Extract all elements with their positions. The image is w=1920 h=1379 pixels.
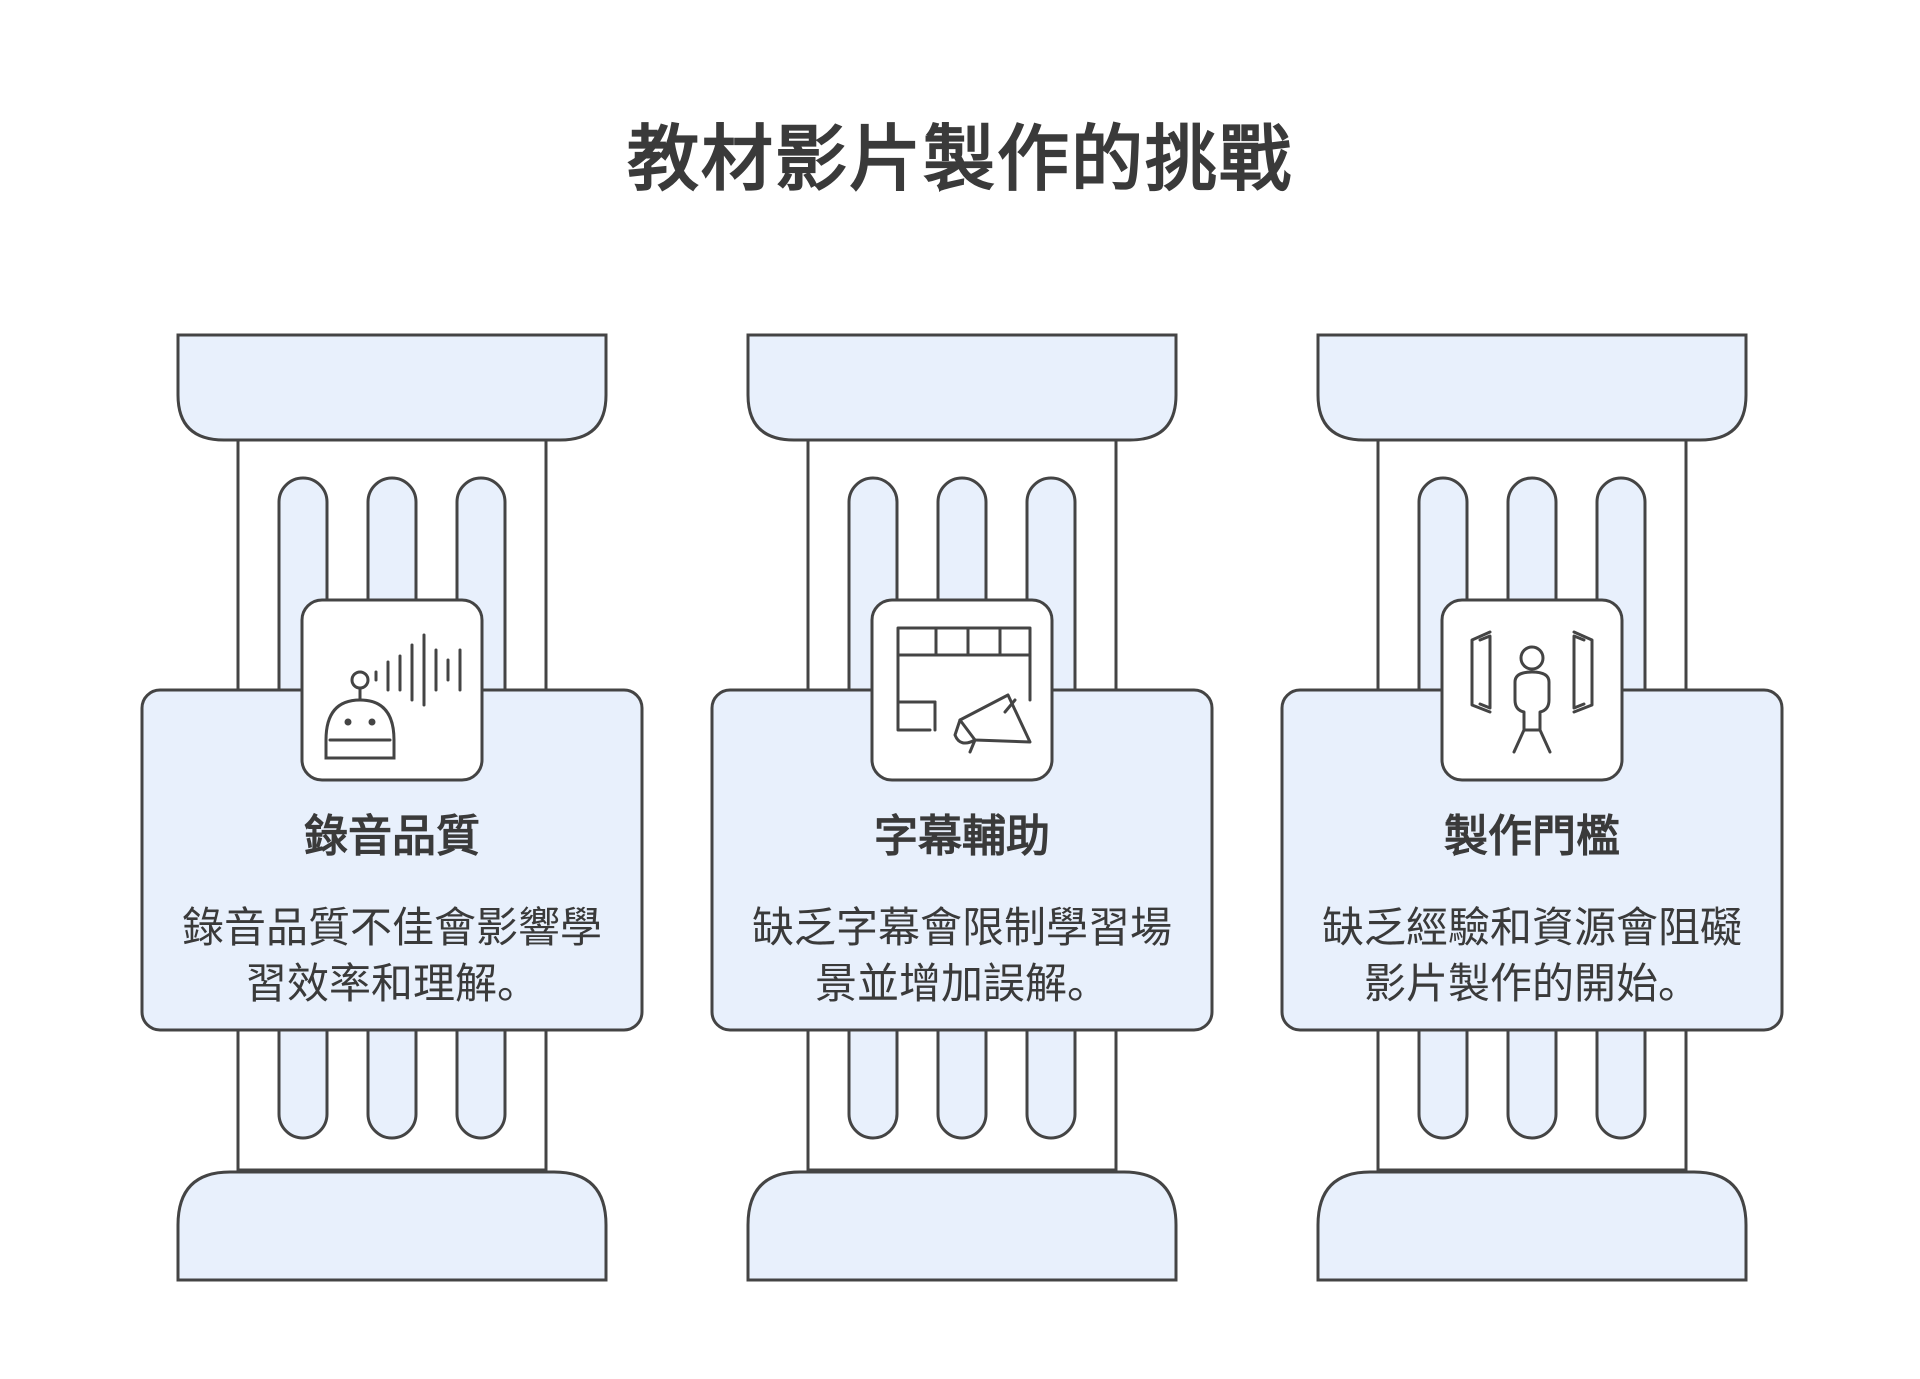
pillar-3-description: 缺乏經驗和資源會阻礙影片製作的開始。 — [1322, 903, 1743, 1008]
pillar-1-icon-box — [300, 598, 484, 782]
microphone-robot-icon — [324, 633, 462, 760]
pillar-1-capital — [176, 333, 608, 442]
pillar-2-text: 字幕輔助 缺乏字幕會限制學習場景並增加誤解。 — [712, 800, 1212, 1012]
pillar-2-capital — [746, 333, 1178, 442]
pillar-1-base — [176, 1170, 608, 1282]
pillar-1 — [140, 333, 644, 1282]
page-title: 教材影片製作的挑戰 — [626, 117, 1293, 201]
pillar-1-title: 錄音品質 — [304, 811, 480, 862]
pillar-1-description: 錄音品質不佳會影響學習效率和理解。 — [182, 903, 603, 1008]
pillar-3-icon-box — [1440, 598, 1624, 782]
pillar-2 — [710, 333, 1214, 1282]
pillar-2-title: 字幕輔助 — [874, 811, 1050, 862]
pillar-3-capital — [1316, 333, 1748, 442]
pillar-2-icon-box — [870, 598, 1054, 782]
pillar-3 — [1280, 333, 1784, 1282]
pillar-2-description: 缺乏字幕會限制學習場景並增加誤解。 — [752, 903, 1173, 1008]
pillar-3-title: 製作門檻 — [1444, 811, 1620, 862]
person-studio-icon — [1470, 630, 1594, 754]
pillar-1-text: 錄音品質 錄音品質不佳會影響學習效率和理解。 — [142, 800, 642, 1012]
pillar-2-base — [746, 1170, 1178, 1282]
subtitle-megaphone-icon — [896, 626, 1032, 754]
pillar-3-base — [1316, 1170, 1748, 1282]
pillar-3-text: 製作門檻 缺乏經驗和資源會阻礙影片製作的開始。 — [1282, 800, 1782, 1012]
